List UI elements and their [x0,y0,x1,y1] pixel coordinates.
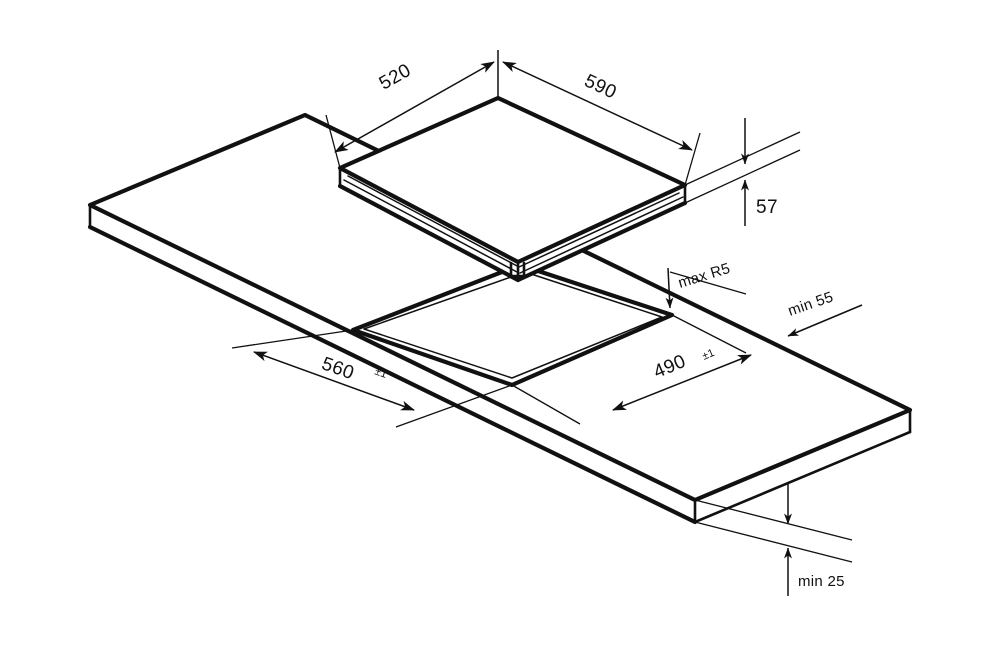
dim-r5-leader-arrow [665,267,674,309]
dim-560-label: 560 [319,353,357,384]
dim-min55-leader [787,304,863,337]
hob-underside-line-right [519,196,684,274]
countertop-right-side-face [695,410,910,522]
dim-490-ext-left [511,384,581,425]
countertop-bottom-right-edge [693,430,912,524]
dim-520-label: 520 [376,60,415,94]
dim-min25-ext-bottom [694,521,853,563]
dim-560-ext-right [395,384,513,428]
dim-520-line [334,61,495,153]
dim-57-ext-bottom [684,149,801,204]
dim-490-line [612,354,752,411]
hob-bottom-right-edge [515,200,688,283]
hob-bottom-left-edge [337,183,521,283]
dim-520-ext-left [325,114,341,169]
dim-560-ext-left [231,329,354,349]
cutout-inner-edge [363,271,663,379]
dim-560-tolerance: ±1 [373,366,388,381]
dim-590-line [502,61,693,151]
dim-min55-label: min 55 [786,288,836,319]
dim-490-tolerance: ±1 [700,347,716,363]
dimension-57: 57 [684,118,801,226]
dim-min25-label: min 25 [798,573,845,590]
dim-r5-leader-horizontal [669,271,747,295]
dim-min25-ext-top [694,499,853,541]
dimension-min-55: min 55 [786,288,863,337]
hob-front-foot [509,261,526,278]
dimension-min-25: min 25 [694,482,853,596]
dim-560-line [253,351,415,411]
dim-490-ext-right [671,314,747,354]
dim-57-label: 57 [756,197,778,218]
hob-underside-line-left [343,179,518,273]
dim-590-ext-right [684,132,701,186]
dim-590-label: 590 [581,71,620,104]
